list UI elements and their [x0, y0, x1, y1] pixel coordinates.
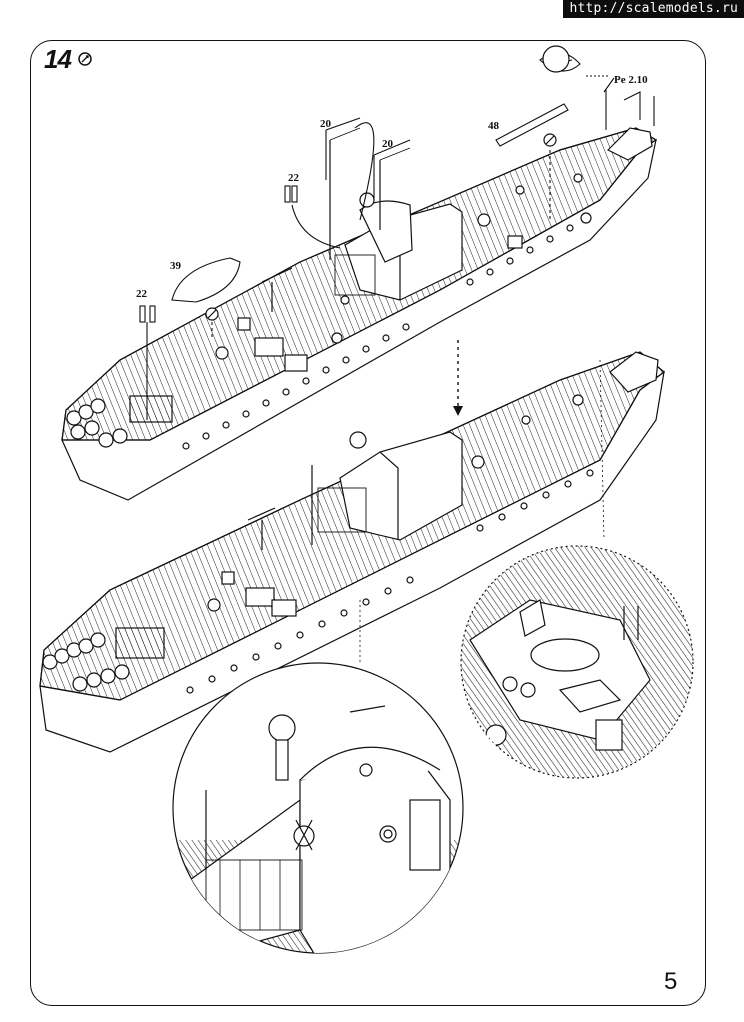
glue-icon: [78, 52, 92, 66]
page-number: 5: [664, 968, 678, 995]
lower-boat: [39, 351, 665, 753]
loose-parts: [139, 52, 655, 420]
label-part-39: 39: [170, 260, 181, 272]
label-part-22-top: 22: [288, 172, 299, 184]
step-number: 14: [44, 44, 72, 74]
label-part-20-left: 20: [320, 118, 331, 130]
ref-pe-2-10: Pe 2.10: [614, 74, 648, 86]
label-part-22-left: 22: [136, 288, 147, 300]
prohibited-icon: [205, 45, 570, 321]
label-part-20-right: 20: [382, 138, 393, 150]
page-frame: [30, 40, 706, 1006]
watermark-url: http://scalemodels.ru: [563, 0, 744, 18]
detail-circle-bow: [460, 545, 694, 779]
detail-circle-bridge: [172, 662, 464, 954]
label-part-48: 48: [488, 120, 499, 132]
upper-boat: [61, 127, 658, 501]
